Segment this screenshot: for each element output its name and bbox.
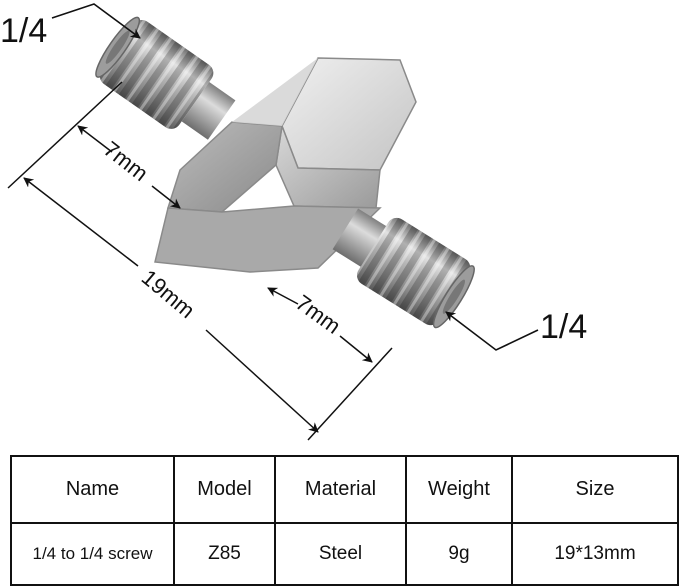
extension-lines <box>7 81 393 441</box>
lower-thread-dimension-label: 7mm <box>291 290 345 339</box>
upper-thread-dimension-label: 7mm <box>99 136 153 186</box>
right-callout <box>445 311 539 351</box>
header-size: Size <box>511 455 679 524</box>
lower-thread-dimension <box>267 287 373 363</box>
lower-thread <box>332 208 475 329</box>
value-weight: 9g <box>405 522 513 586</box>
top-left-callout <box>51 3 141 39</box>
total-length-dimension <box>23 177 319 433</box>
header-model: Model <box>173 455 276 524</box>
header-material: Material <box>274 455 407 524</box>
value-size: 19*13mm <box>511 522 679 586</box>
value-model: Z85 <box>173 522 276 586</box>
total-length-dimension-label: 19mm <box>137 265 200 323</box>
table-row: 1/4 to 1/4 screw Z85 Steel 9g 19*13mm <box>10 522 679 586</box>
right-label: 1/4 <box>540 308 587 346</box>
value-name: 1/4 to 1/4 screw <box>10 522 175 586</box>
spec-table: Name Model Material Weight Size 1/4 to 1… <box>10 455 679 586</box>
header-name: Name <box>10 455 175 524</box>
upper-thread-dimension <box>77 125 181 209</box>
hex-nut <box>154 57 417 273</box>
upper-thread <box>95 16 236 140</box>
value-material: Steel <box>274 522 407 586</box>
screw-diagram: 1/4 1/4 7mm 7mm 19mm <box>0 3 587 441</box>
header-weight: Weight <box>405 455 513 524</box>
table-header-row: Name Model Material Weight Size <box>10 455 679 524</box>
top-left-label: 1/4 <box>0 12 47 50</box>
